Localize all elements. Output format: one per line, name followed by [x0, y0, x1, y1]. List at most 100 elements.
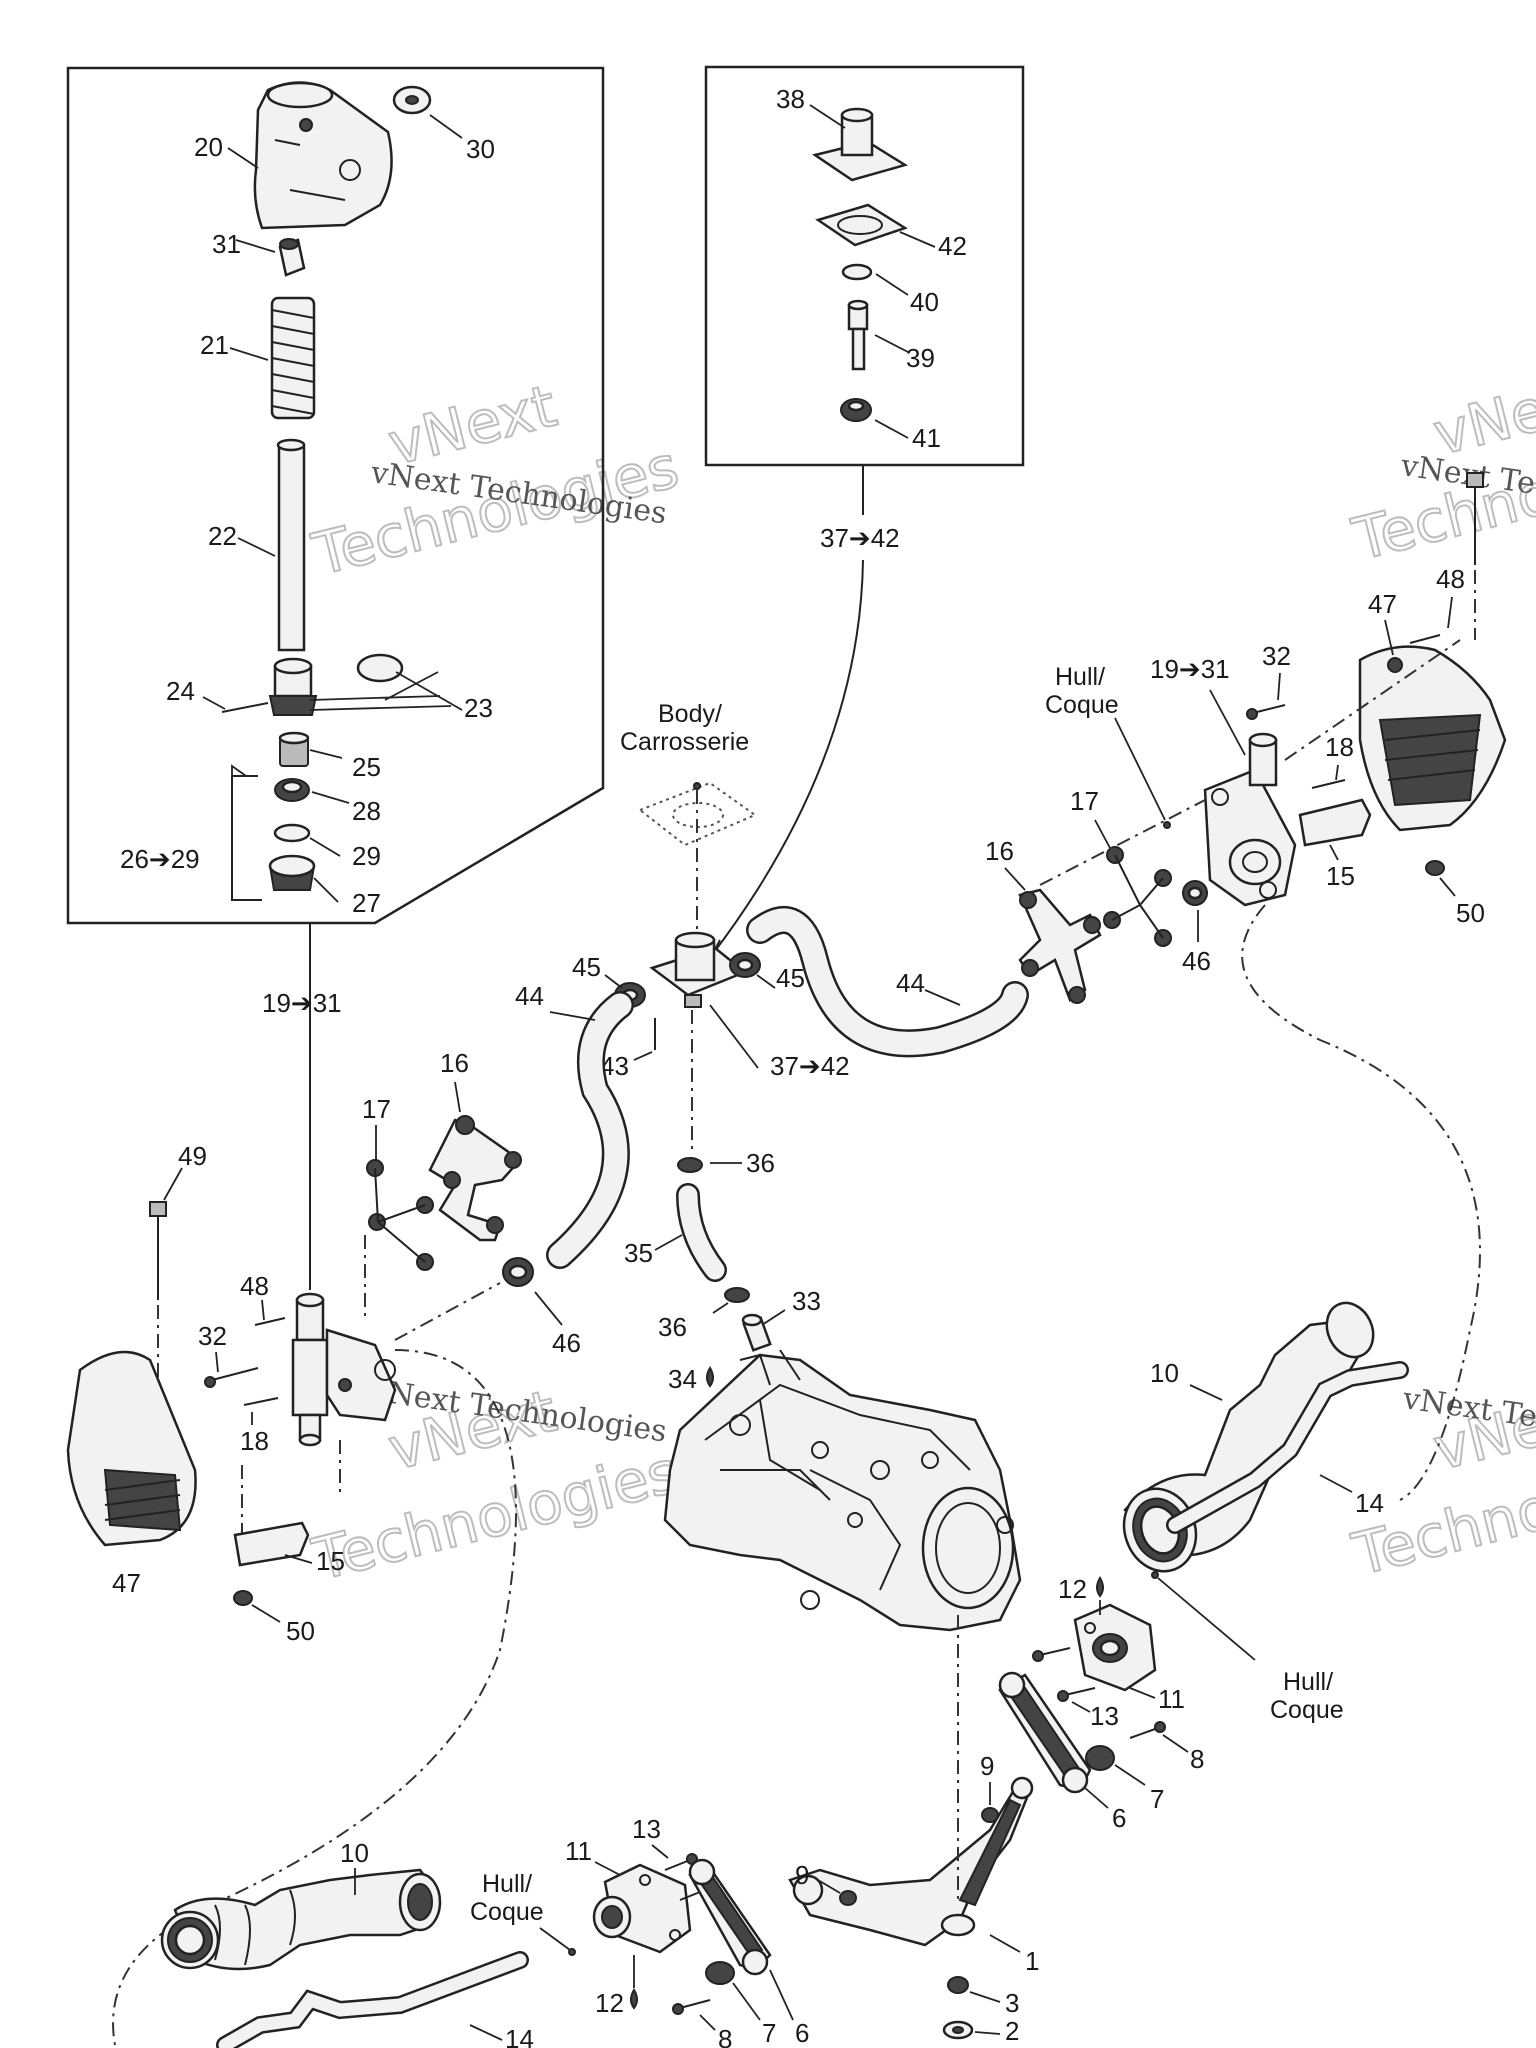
part-29-o-ring: [273, 823, 311, 843]
callout-50-left: 50: [286, 1616, 315, 1646]
hull-note-right: Hull/ Coque: [1151, 1571, 1344, 1724]
callout-10-left: 10: [340, 1838, 369, 1868]
hull-note-left: Hull/ Coque: [470, 1870, 576, 1956]
part-24-pin: [221, 702, 269, 713]
steering-column-right: Hull/ Coque 19➔31 32 18 15 47: [1045, 472, 1507, 976]
part-3-bushing: [947, 1976, 969, 1994]
drop-icon: [1096, 1576, 1104, 1598]
part-42-gasket: [815, 203, 908, 247]
part-46-clamp-left: [502, 1257, 534, 1287]
drop-icon: [630, 1988, 638, 2010]
note-body-line1: Body/: [658, 700, 722, 728]
callout-30: 30: [466, 134, 495, 164]
callout-50-right: 50: [1456, 898, 1485, 928]
callout-range-37-42-center: 37➔42: [770, 1051, 850, 1081]
steering-column-left: 49 48 32 18 47 15 50: [66, 1141, 397, 1646]
callout-range-26-29: 26➔29: [120, 844, 200, 874]
watermark-vnext: vNext: [1427, 362, 1536, 469]
body-mount-area: Body/ Carrosserie 43 37➔42 45 45: [572, 700, 850, 1150]
callout-10-right: 10: [1150, 1358, 1179, 1388]
callout-9-right: 9: [980, 1751, 994, 1781]
callout-12-right: 12: [1058, 1574, 1087, 1604]
callout-44-left: 44: [515, 981, 544, 1011]
callout-28: 28: [352, 796, 381, 826]
part-40-o-ring: [841, 263, 873, 281]
note-hull-top-line1: Hull/: [1055, 663, 1105, 691]
callout-47-right: 47: [1368, 589, 1397, 619]
part-6-arm-right: [998, 1671, 1092, 1794]
watermark-technologies: Technologies: [306, 1437, 685, 1593]
callout-22: 22: [208, 521, 237, 551]
note-body-line2: Carrosserie: [620, 728, 749, 756]
callout-17-right: 17: [1070, 786, 1099, 816]
callout-34: 34: [668, 1364, 697, 1394]
callout-13-left: 13: [632, 1814, 661, 1844]
part-21-spring: [270, 296, 316, 420]
callout-49: 49: [178, 1141, 207, 1171]
part-27-bushing: [268, 854, 316, 891]
callout-11-right: 11: [1158, 1684, 1185, 1714]
part-8-bolt-right: [1129, 1727, 1159, 1739]
part-23-gear: [268, 653, 404, 716]
callout-33: 33: [792, 1286, 821, 1316]
callout-45-left: 45: [572, 952, 601, 982]
callout-35: 35: [624, 1238, 653, 1268]
detail-box-right: 38 42 40 39 41: [704, 65, 1025, 467]
callout-17-left: 17: [362, 1094, 391, 1124]
part-45-clamp: [729, 952, 761, 978]
part-11-bracket-right: [1073, 1603, 1157, 1692]
detail-box-frame: [66, 66, 605, 925]
callout-16-right: 16: [985, 836, 1014, 866]
cable-route-left: [112, 1349, 517, 2046]
part-6-arm-left: [688, 1858, 772, 1976]
drop-icon: [706, 1366, 714, 1388]
cable-route-right: [1241, 904, 1481, 1501]
callout-25: 25: [352, 752, 381, 782]
part-36-clamp: [677, 1157, 703, 1173]
callout-27: 27: [352, 888, 381, 918]
note-hull-right-line1: Hull/: [1283, 1668, 1333, 1696]
part-10-nozzle-left: [160, 1868, 442, 1971]
part-25-gear: [278, 731, 310, 767]
callout-48-left: 48: [240, 1271, 269, 1301]
callout-44-right: 44: [896, 968, 925, 998]
callout-16-left: 16: [440, 1048, 469, 1078]
callout-23: 23: [464, 693, 493, 723]
callout-36-top: 36: [746, 1148, 775, 1178]
callout-29: 29: [352, 841, 381, 871]
part-8-bolt-left: [679, 1999, 711, 2009]
note-hull-right-line2: Coque: [1270, 1696, 1344, 1724]
part-35-hose: [676, 1183, 727, 1282]
part-39-shaft: [847, 299, 869, 371]
part-36-clamp: [724, 1287, 750, 1303]
callout-7-right: 7: [1150, 1784, 1164, 1814]
part-30-washer: [392, 85, 432, 115]
part-31-insert: [278, 238, 306, 277]
callout-3: 3: [1005, 1988, 1019, 2018]
callout-range-19-31-left: 19➔31: [262, 988, 342, 1018]
connector-right-box-curve: [711, 559, 864, 956]
detail-box-left: 20 30 31 21 22 23 24 25 28 29 27 26➔29: [66, 66, 605, 925]
callout-2: 2: [1005, 2016, 1019, 2046]
callout-13-right: 13: [1090, 1701, 1119, 1731]
detail-box-frame: [704, 65, 1025, 467]
callout-6-left: 6: [795, 2018, 809, 2048]
linkage-right: 16 17: [985, 786, 1206, 1004]
callout-39: 39: [906, 343, 935, 373]
linkage-left: 16 17: [362, 1048, 522, 1320]
callout-14-right: 14: [1355, 1488, 1384, 1518]
callout-8-left: 8: [718, 2024, 732, 2048]
callout-18-right: 18: [1325, 732, 1354, 762]
callout-45-right: 45: [776, 963, 805, 993]
callout-32-right: 32: [1262, 641, 1291, 671]
jet-pump-housing: [663, 1349, 1022, 1632]
callout-15-right: 15: [1326, 861, 1355, 891]
part-38-fitting: [811, 107, 909, 182]
note-hull-top-line2: Coque: [1045, 691, 1119, 719]
callout-1: 1: [1025, 1946, 1039, 1976]
callout-9-left: 9: [795, 1860, 809, 1890]
part-44-hose-left: [546, 991, 634, 1269]
part-28-nut: [274, 778, 310, 802]
part-14-tube-right: [1166, 1361, 1409, 1534]
part-9-nut-left: [839, 1890, 857, 1906]
